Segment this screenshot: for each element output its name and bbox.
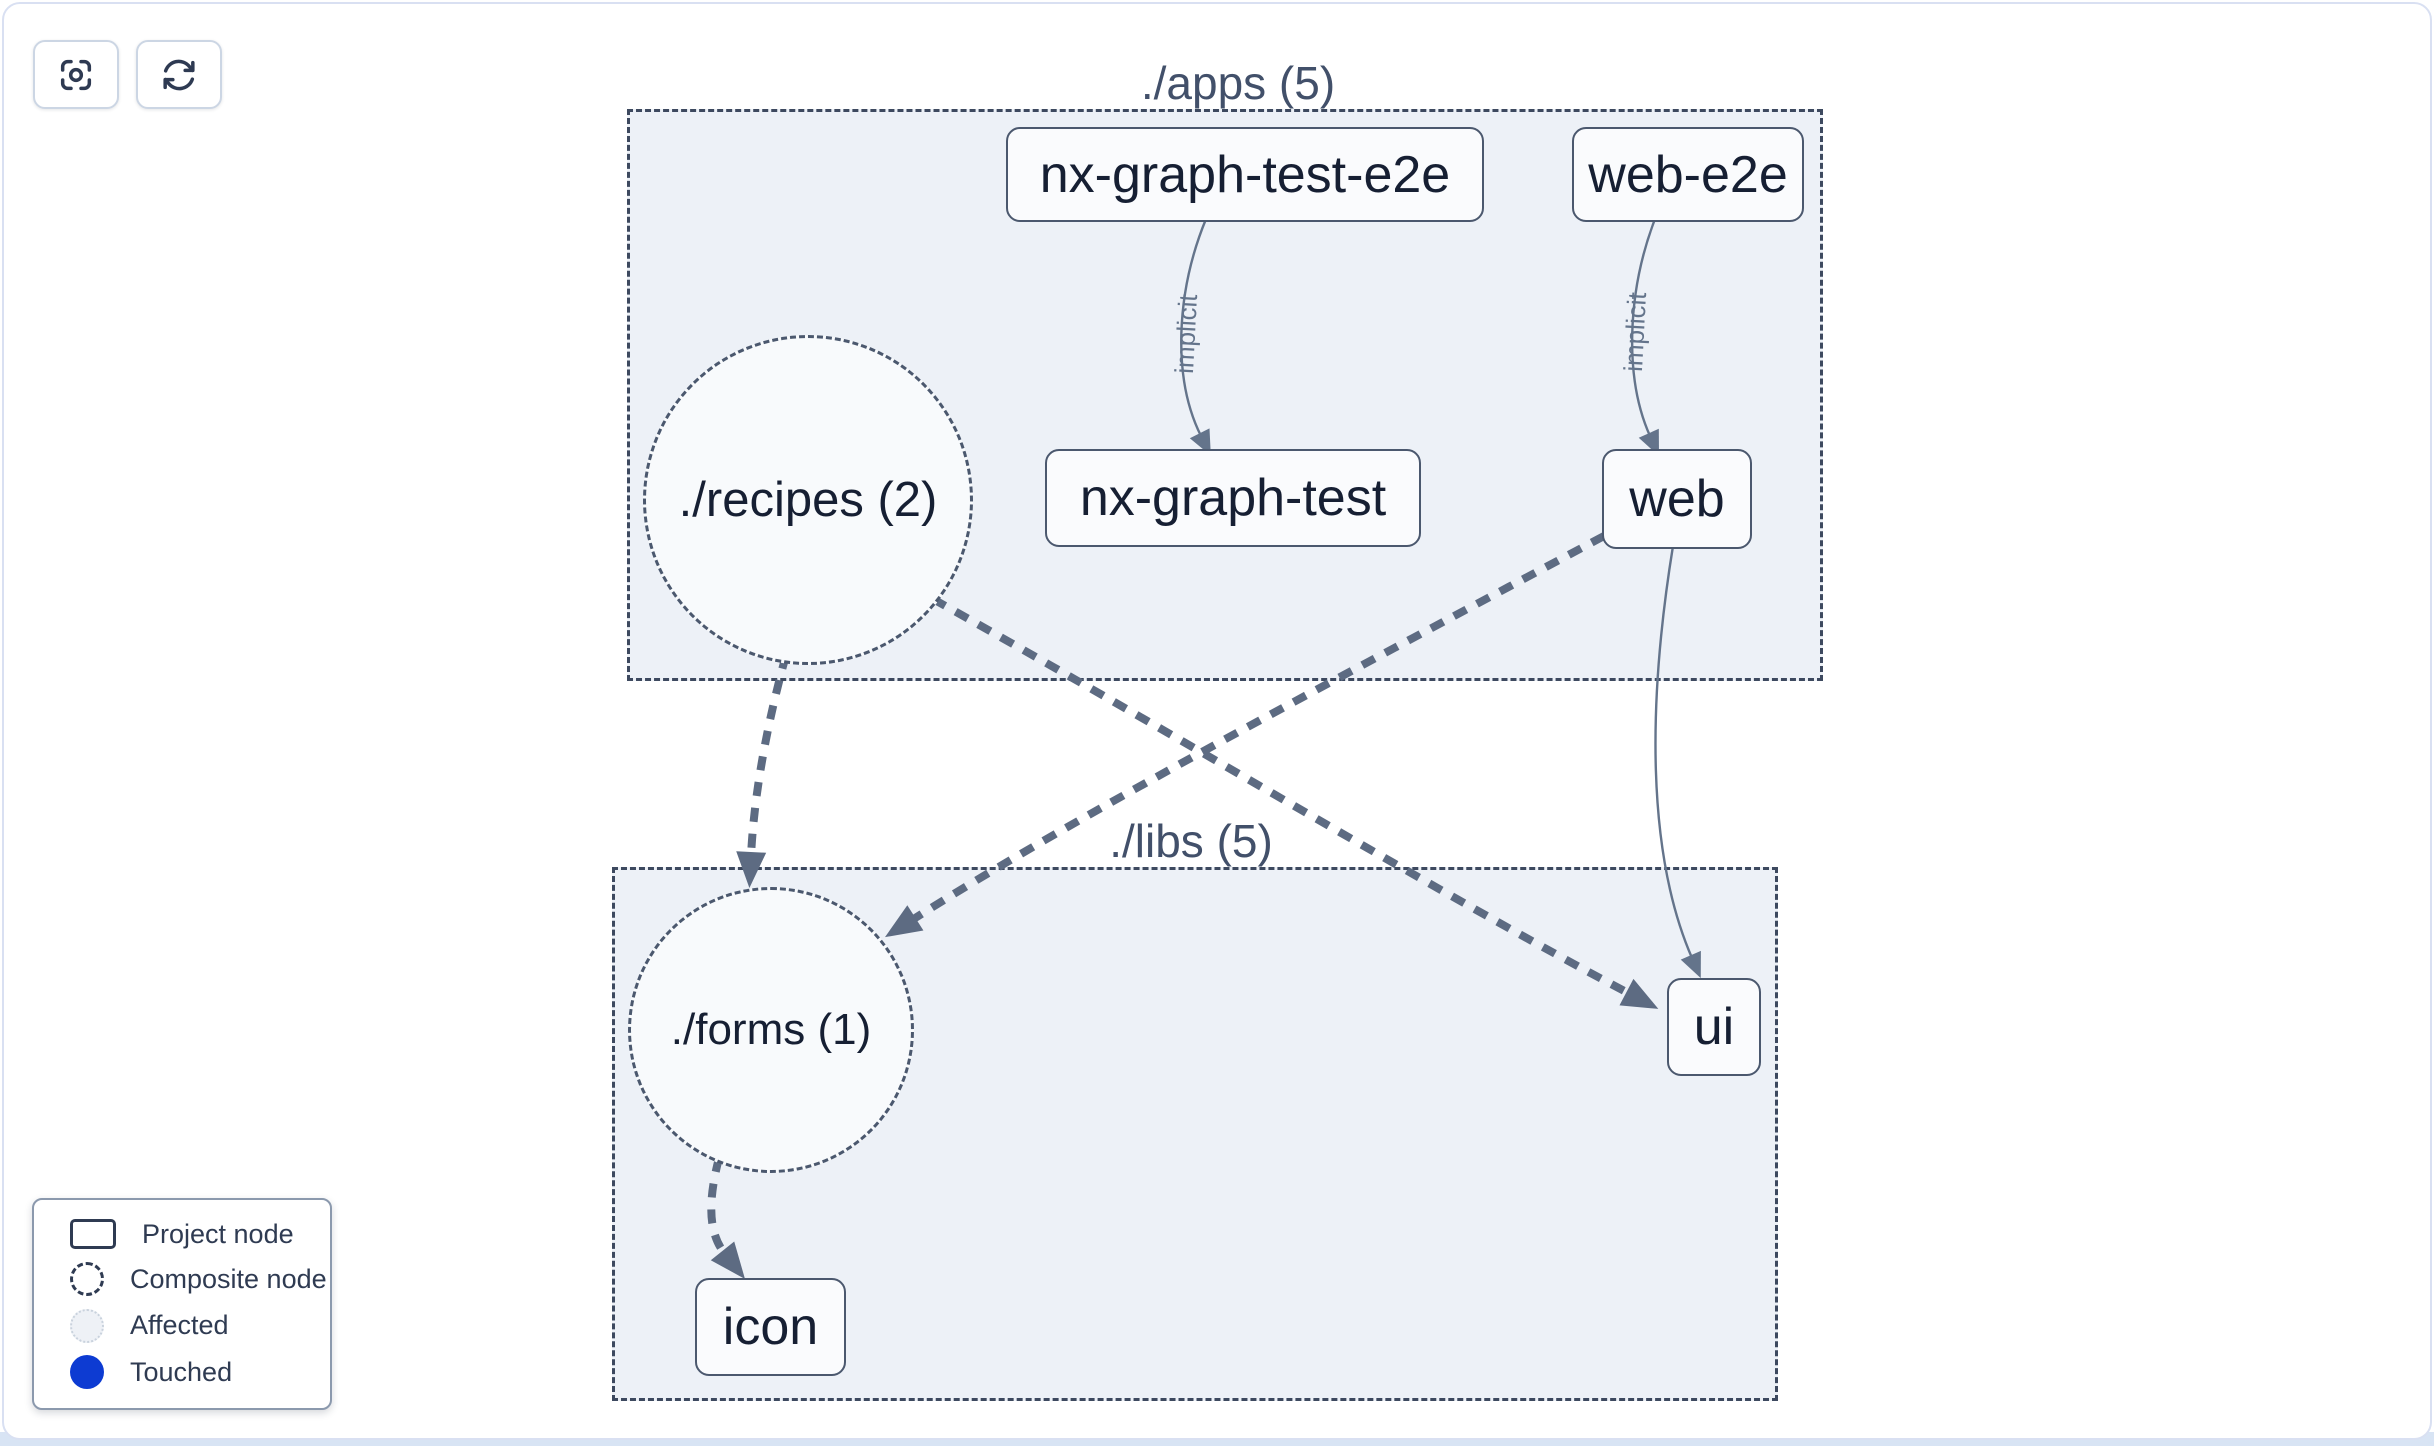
- node-web-e2e[interactable]: web-e2e: [1572, 127, 1804, 222]
- edge-nx-graph-test-e2e-to-nx-graph-test[interactable]: [1180, 218, 1211, 456]
- node-label: nx-graph-test: [1079, 469, 1387, 527]
- composite-label: ./forms (1): [670, 1005, 872, 1054]
- edge-label-implicit-1: implicit: [1169, 293, 1203, 375]
- node-nx-graph-test-e2e[interactable]: nx-graph-test-e2e: [1006, 127, 1484, 222]
- legend-row-composite-node: Composite node: [34, 1262, 330, 1297]
- composite-node-recipes[interactable]: ./recipes (2): [643, 335, 973, 665]
- node-label: web-e2e: [1588, 145, 1788, 204]
- edge-label-implicit-2: implicit: [1618, 291, 1652, 373]
- focus-button[interactable]: [33, 40, 119, 109]
- edge-web-e2e-to-web[interactable]: [1630, 218, 1659, 457]
- legend-row-touched: Touched: [34, 1355, 330, 1390]
- node-icon[interactable]: icon: [695, 1278, 846, 1376]
- legend-label: Composite node: [130, 1263, 327, 1294]
- legend-row-project-node: Project node: [34, 1219, 330, 1250]
- edge-web-to-forms[interactable]: [884, 532, 1606, 938]
- composite-label: ./recipes (2): [678, 473, 938, 527]
- node-nx-graph-test[interactable]: nx-graph-test: [1045, 449, 1421, 547]
- edge-web-to-ui[interactable]: [1654, 545, 1701, 979]
- node-ui[interactable]: ui: [1667, 978, 1761, 1076]
- legend-label: Affected: [130, 1310, 229, 1341]
- node-label: ui: [1693, 998, 1735, 1056]
- node-label: nx-graph-test-e2e: [1039, 145, 1451, 204]
- edge-forms-to-icon[interactable]: [707, 1156, 745, 1280]
- legend: Project node Composite node Affected Tou…: [32, 1198, 332, 1410]
- focus-icon: [60, 59, 92, 90]
- project-node-swatch: [70, 1219, 116, 1250]
- toolbar: [33, 40, 222, 109]
- refresh-button[interactable]: [136, 40, 222, 109]
- node-label: web: [1629, 470, 1725, 528]
- touched-swatch: [70, 1355, 104, 1390]
- composite-node-swatch: [70, 1262, 104, 1297]
- node-label: icon: [722, 1298, 819, 1356]
- edge-recipes-to-forms[interactable]: [736, 653, 790, 888]
- legend-row-affected: Affected: [34, 1308, 330, 1343]
- affected-swatch: [70, 1308, 104, 1343]
- group-apps-title: ./apps (5): [1140, 57, 1336, 109]
- legend-label: Touched: [130, 1356, 233, 1387]
- edge-recipes-to-ui[interactable]: [931, 595, 1659, 1009]
- group-libs-title: ./libs (5): [1109, 815, 1273, 867]
- composite-node-forms[interactable]: ./forms (1): [628, 887, 914, 1173]
- node-web[interactable]: web: [1602, 449, 1752, 549]
- legend-label: Project node: [142, 1218, 294, 1249]
- refresh-icon: [163, 59, 195, 90]
